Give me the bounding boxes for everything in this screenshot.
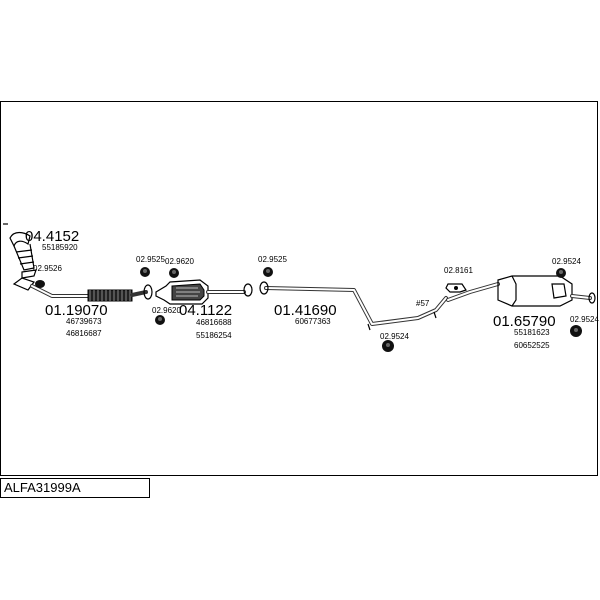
part-number-04-1122: 04.1122 [179, 302, 232, 319]
accessory-02-9620-a[interactable] [169, 268, 179, 278]
part-number-01-19070: 01.19070 [45, 302, 108, 319]
part-ref-60652525: 60652525 [514, 341, 550, 350]
accessory-label-a3: 02.9620 [165, 257, 194, 266]
accessory-02-9524-c[interactable] [570, 325, 582, 337]
front-pipe-part[interactable] [12, 277, 153, 302]
part-ref-60677363: 60677363 [295, 317, 331, 326]
part-ref-46816687: 46816687 [66, 329, 102, 338]
part-ref-55186254: 55186254 [196, 331, 232, 340]
front-catalyst-part[interactable] [3, 223, 37, 279]
diagram-code-box: ALFA31999A [0, 478, 150, 498]
accessory-02-9620-b[interactable] [155, 315, 165, 325]
accessory-label-a1: 02.9526 [33, 264, 62, 273]
accessory-02-9525-a[interactable] [140, 267, 150, 277]
catalyst-part[interactable] [155, 279, 253, 305]
accessory-02-9526[interactable] [35, 280, 45, 288]
middle-pipe-part[interactable] [259, 281, 448, 331]
diagram-frame [0, 101, 598, 476]
part-number-01-65790: 01.65790 [493, 313, 556, 330]
accessory-02-9524-a[interactable] [382, 340, 394, 352]
accessory-label-a6: 02.9524 [380, 332, 409, 341]
rear-silencer-part[interactable] [446, 275, 596, 307]
accessory-02-9524-b[interactable] [556, 268, 566, 278]
accessory-label-a9: 02.9524 [570, 315, 599, 324]
part-ref-55185920: 55185920 [42, 243, 78, 252]
accessory-02-9525-b[interactable] [263, 267, 273, 277]
part-ref-55181623: 55181623 [514, 328, 550, 337]
accessory-02-8161[interactable] [445, 283, 467, 293]
accessory-label-a5: 02.9525 [258, 255, 287, 264]
accessory-label-a4: 02.9620 [152, 306, 181, 315]
part-ref-46816688: 46816688 [196, 318, 232, 327]
accessory-label-a8: 02.9524 [552, 257, 581, 266]
part-number-01-41690: 01.41690 [274, 302, 337, 319]
part-ref-46739673: 46739673 [66, 317, 102, 326]
accessory-label-a10: #57 [416, 299, 430, 308]
accessory-label-a7: 02.8161 [444, 266, 473, 275]
part-number-04-4152: 04.4152 [25, 228, 79, 245]
diagram-code: ALFA31999A [4, 480, 81, 495]
accessory-label-a2: 02.9525 [136, 255, 165, 264]
